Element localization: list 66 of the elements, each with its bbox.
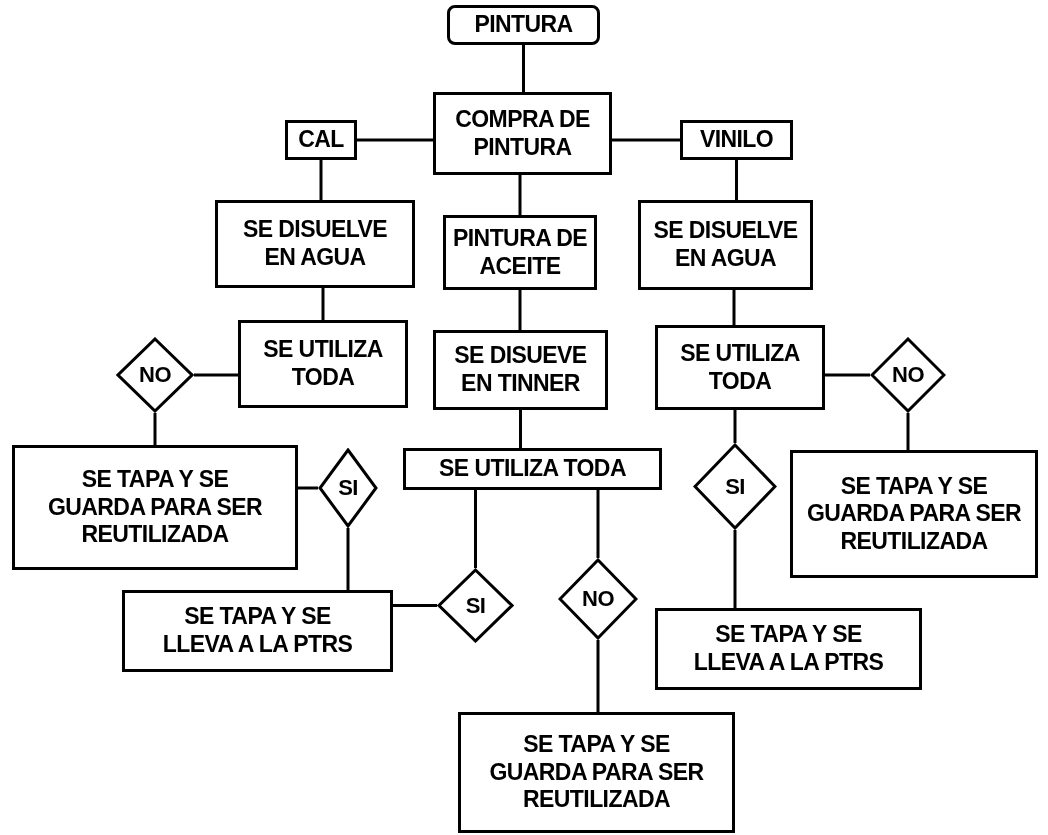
process-box <box>122 590 393 672</box>
connector-line <box>393 604 437 607</box>
decision-diamond <box>437 568 514 643</box>
decision-diamond <box>318 448 378 528</box>
connector-line <box>321 288 325 320</box>
connector-line <box>522 45 525 92</box>
decision-diamond <box>116 337 194 413</box>
connector-line <box>825 373 870 377</box>
box-label: COMPRA DE PINTURA <box>454 105 591 162</box>
connector-line <box>474 490 477 568</box>
process-box <box>12 445 298 570</box>
process-box <box>655 608 922 690</box>
box-label: SE TAPA Y SE GUARDA PARA SER REUTILIZADA <box>806 472 1022 556</box>
decision-label: NO <box>892 364 924 386</box>
process-box <box>447 5 600 45</box>
box-label: SE UTILIZA TODA <box>262 336 384 392</box>
process-box <box>790 450 1038 578</box>
decision-diamond <box>693 443 777 530</box>
box-label: VINILO <box>699 126 774 154</box>
decision-diamond <box>558 558 638 640</box>
process-box <box>433 92 612 175</box>
process-box <box>433 330 608 410</box>
box-label: SE TAPA Y SE LLEVA A LA PTRS <box>692 621 885 677</box>
decision-label: SI <box>338 477 358 499</box>
box-label: PINTURA DE ACEITE <box>452 224 588 281</box>
decision-label: NO <box>139 364 171 386</box>
process-box <box>443 215 597 290</box>
process-box <box>458 712 735 833</box>
connector-line <box>519 410 522 448</box>
connector-line <box>735 160 738 200</box>
box-label: SE UTILIZA TODA <box>439 455 626 483</box>
box-label: SE TAPA Y SE LLEVA A LA PTRS <box>161 603 354 659</box>
connector-line <box>298 486 318 490</box>
box-label: SE UTILIZA TODA <box>679 339 801 396</box>
box-label: PINTURA <box>474 11 573 39</box>
connector-line <box>518 175 522 215</box>
box-label: SE DISUELVE EN AGUA <box>652 217 799 273</box>
connector-line <box>357 138 433 142</box>
decision-label: SI <box>725 475 745 498</box>
connector-line <box>596 640 600 712</box>
process-box <box>680 120 793 160</box>
connector-line <box>319 160 323 200</box>
connector-line <box>733 530 737 608</box>
connector-line <box>596 490 600 558</box>
connector-line <box>906 413 910 450</box>
box-label: SE TAPA Y SE GUARDA PARA SER REUTILIZADA <box>47 466 263 549</box>
process-box <box>403 448 662 490</box>
connector-line <box>732 290 736 325</box>
connector-line <box>733 410 737 443</box>
connector-line <box>346 528 350 590</box>
decision-label: SI <box>465 594 486 617</box>
connector-line <box>194 373 238 377</box>
decision-diamond <box>870 337 946 413</box>
box-label: SE DISUEVE EN TINNER <box>453 342 588 398</box>
process-box <box>655 325 825 410</box>
process-box <box>638 200 813 290</box>
box-label: SE TAPA Y SE GUARDA PARA SER REUTILIZADA <box>489 731 704 814</box>
connector-line <box>518 290 522 330</box>
decision-label: NO <box>582 588 614 610</box>
connector-line <box>153 413 157 445</box>
box-label: CAL <box>298 126 344 154</box>
connector-line <box>612 138 680 142</box>
process-box <box>238 320 408 408</box>
process-box <box>285 120 357 160</box>
box-label: SE DISUELVE EN AGUA <box>241 216 389 272</box>
process-box <box>215 200 415 288</box>
